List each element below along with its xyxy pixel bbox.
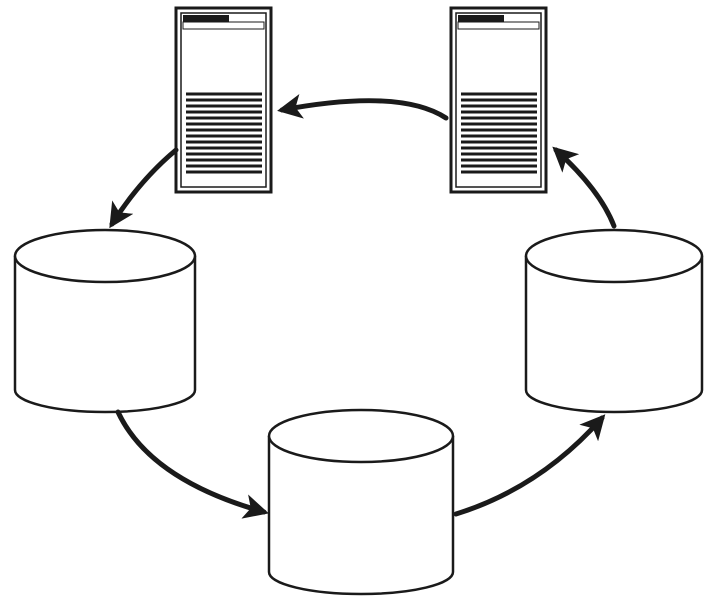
arrow-database-bottom-to-database-right [453, 414, 606, 517]
server-left-drive-stripes [186, 92, 262, 174]
server-left [174, 6, 273, 194]
database-bottom [267, 408, 455, 596]
arrow-database-left-to-database-bottom [115, 409, 269, 519]
database-left [13, 228, 197, 414]
arrow-server-left-to-database-left [109, 147, 179, 229]
arrow-database-right-to-server-right [552, 146, 617, 229]
flow-arrows [109, 94, 617, 519]
server-right [449, 6, 548, 194]
database-right [524, 228, 704, 414]
arrow-server-right-to-server-left [277, 94, 449, 121]
server-right-drive-stripes [461, 92, 537, 174]
